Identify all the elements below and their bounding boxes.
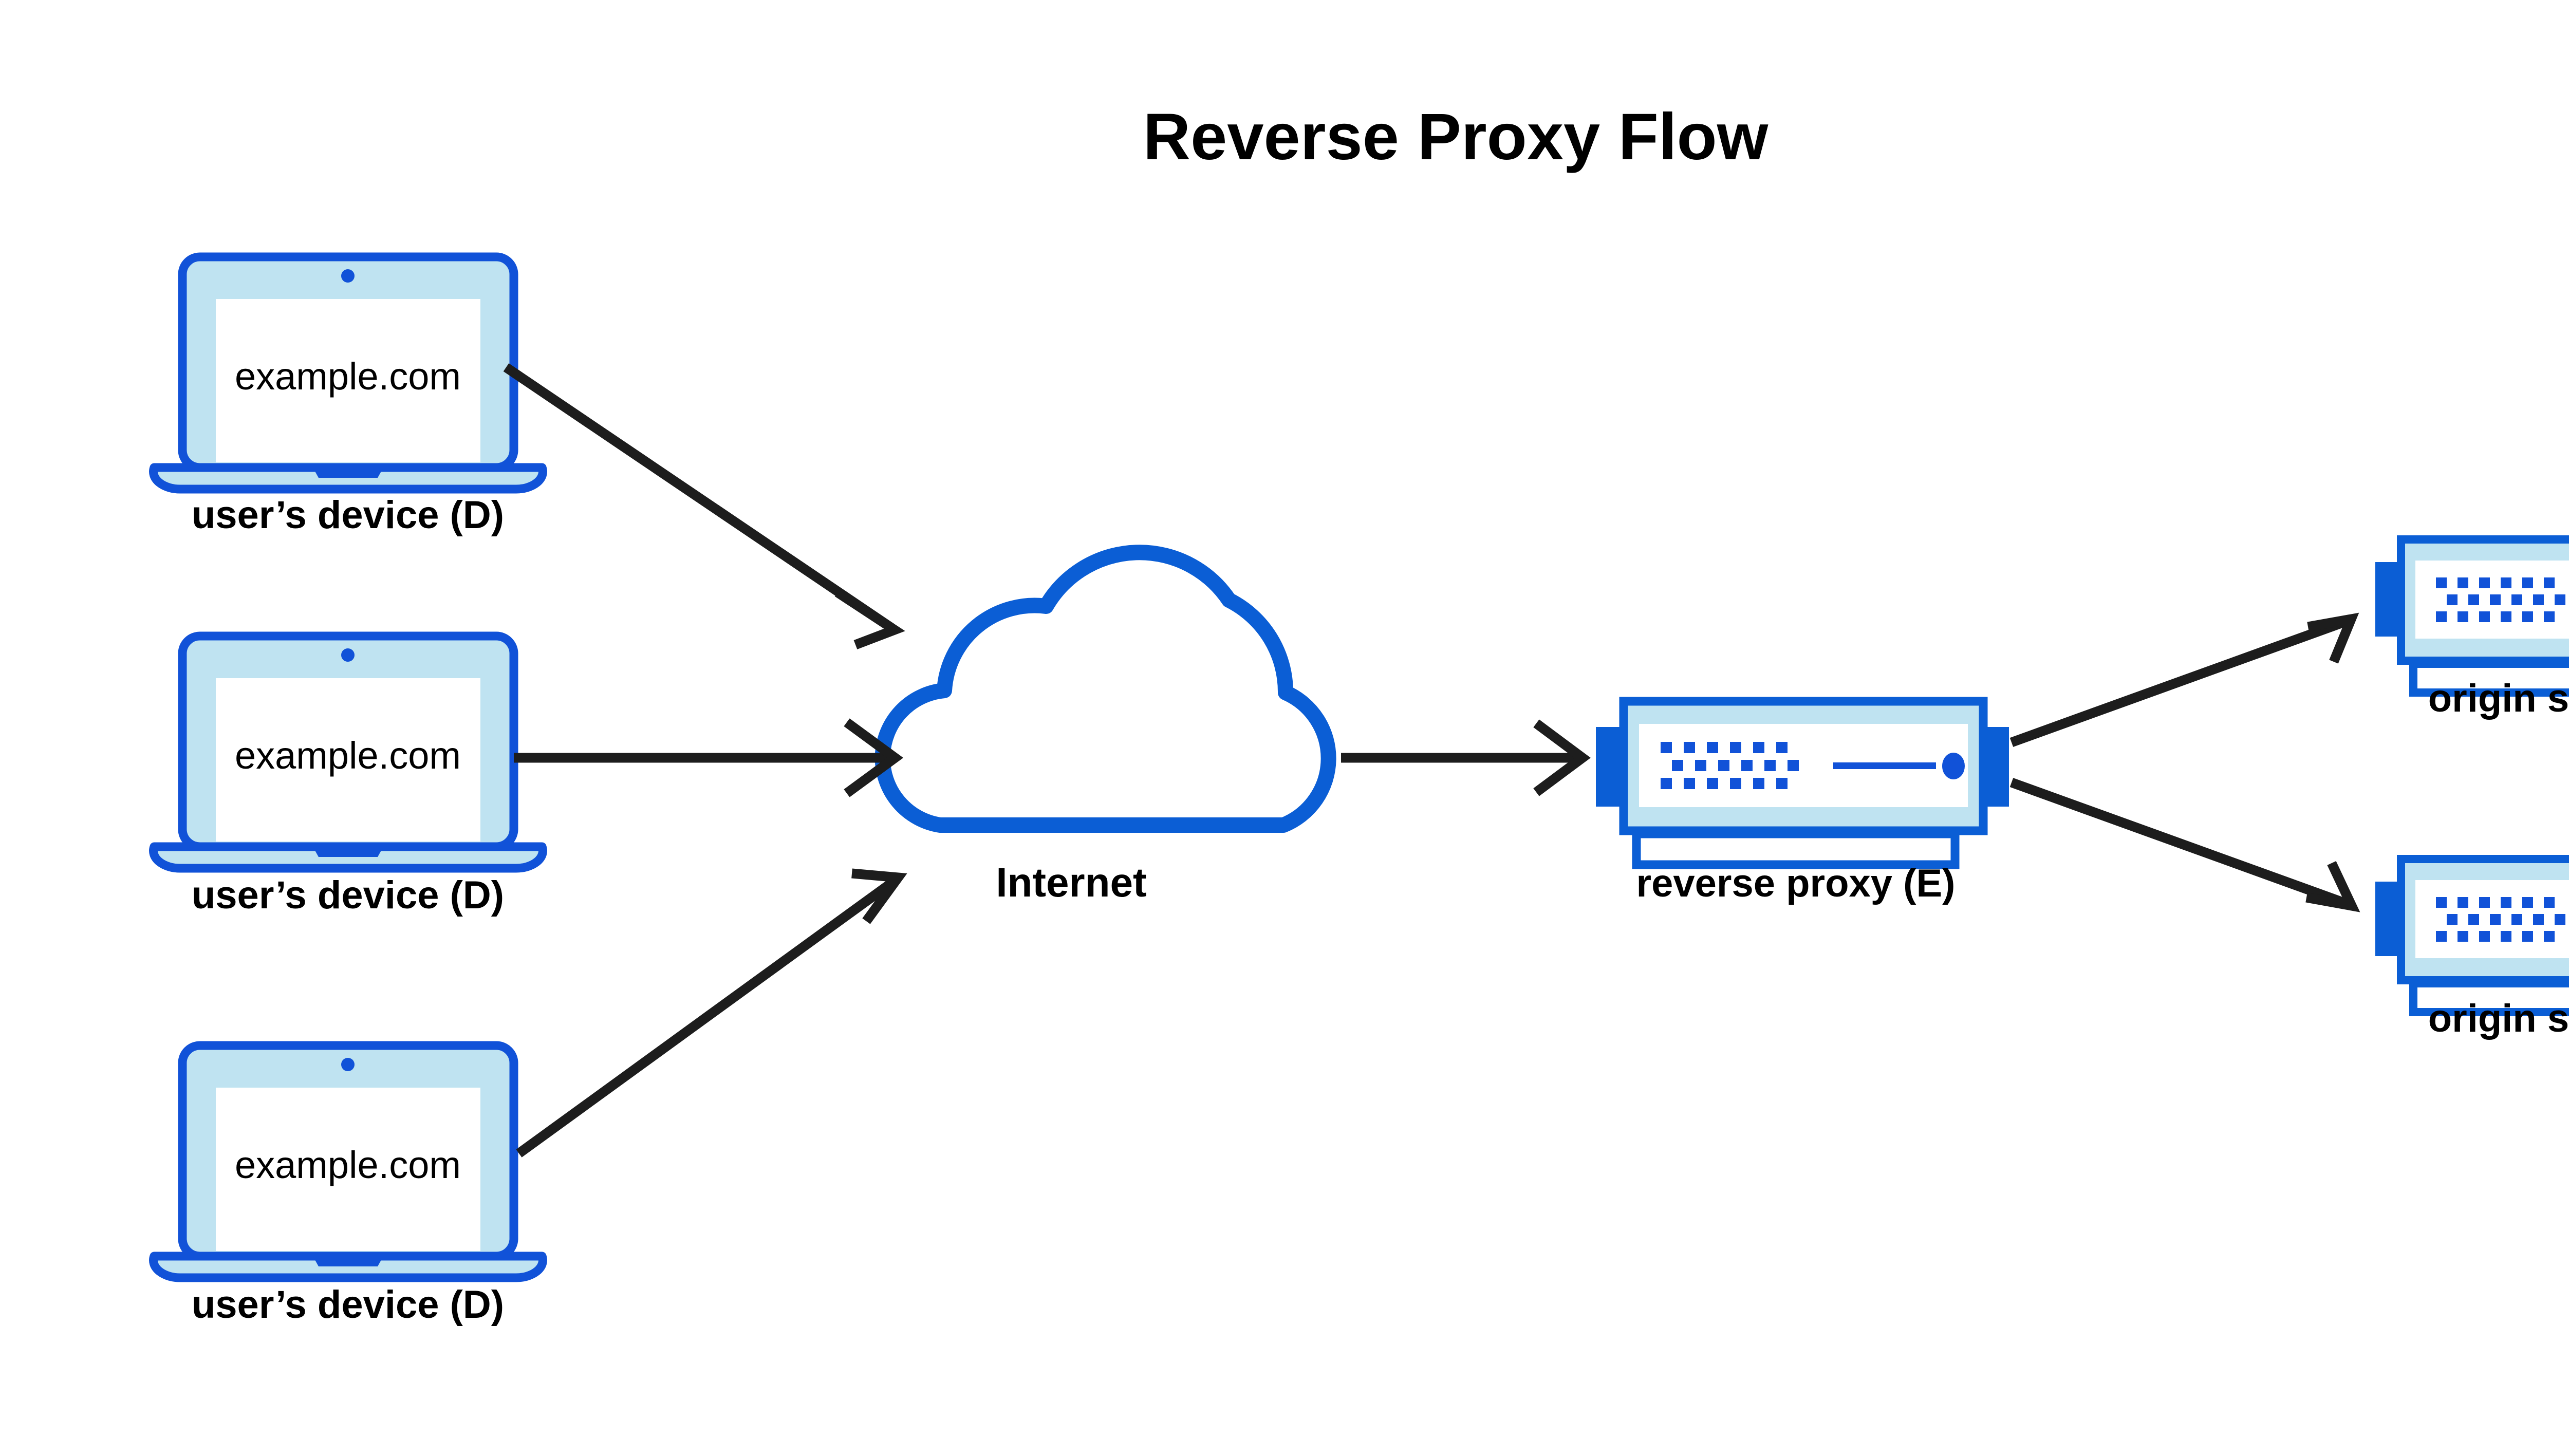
laptop-screen bbox=[216, 299, 480, 462]
laptop-camera-icon bbox=[341, 648, 355, 662]
laptop-icon[interactable]: example.com bbox=[149, 1041, 547, 1282]
laptop-screen bbox=[216, 1088, 480, 1251]
laptop-icon[interactable]: example.com bbox=[149, 631, 547, 873]
server-status-line bbox=[1833, 762, 1936, 769]
origin-top-label: origin server (F) bbox=[2428, 677, 2569, 720]
client-middle-label: user’s device (D) bbox=[192, 873, 504, 917]
laptop-screen-text: example.com bbox=[235, 734, 461, 777]
cloud-icon[interactable] bbox=[874, 545, 1336, 833]
edge-internet-to-proxy bbox=[1341, 719, 1591, 796]
edge-proxy-to-origin-bottom bbox=[2009, 778, 2360, 912]
laptop-notch bbox=[313, 848, 383, 857]
client-bottom-label: user’s device (D) bbox=[192, 1283, 504, 1327]
laptop-camera-icon bbox=[341, 1058, 355, 1071]
server-shelf bbox=[2409, 660, 2569, 697]
page-title: Reverse Proxy Flow bbox=[1143, 100, 1768, 174]
client-top-label: user’s device (D) bbox=[192, 493, 504, 537]
server-shelf bbox=[2409, 979, 2569, 1016]
server-vent-grid bbox=[2436, 577, 2565, 622]
laptop-base bbox=[149, 463, 547, 494]
laptop-screen bbox=[216, 678, 480, 842]
laptop-notch bbox=[313, 1257, 383, 1266]
internet-label: Internet bbox=[996, 860, 1146, 905]
server-shelf bbox=[1632, 829, 1960, 869]
server-status-light bbox=[1942, 753, 1965, 779]
edge-client-bottom-to-internet bbox=[516, 868, 907, 1158]
edge-proxy-to-origin-top bbox=[2009, 612, 2359, 747]
laptop-screen-text: example.com bbox=[235, 355, 461, 398]
server-vent-grid bbox=[2436, 897, 2565, 942]
laptop-screen-text: example.com bbox=[235, 1144, 461, 1186]
edge-client-top-to-internet bbox=[503, 363, 905, 649]
laptop-icon[interactable]: example.com bbox=[149, 252, 547, 494]
edge-client-middle-to-internet bbox=[514, 718, 904, 797]
cloud-shape bbox=[874, 545, 1336, 833]
laptop-camera-icon bbox=[341, 269, 355, 283]
laptop-base bbox=[149, 842, 547, 873]
server-icon[interactable] bbox=[1596, 697, 2009, 869]
server-icon[interactable] bbox=[2375, 855, 2569, 1016]
server-icon[interactable] bbox=[2375, 535, 2569, 697]
laptop-notch bbox=[313, 469, 383, 478]
reverse-proxy-label: reverse proxy (E) bbox=[1636, 862, 1956, 905]
server-vent-grid bbox=[1661, 742, 1799, 789]
laptop-base bbox=[149, 1252, 547, 1282]
origin-bottom-label: origin server (F) bbox=[2428, 997, 2569, 1040]
